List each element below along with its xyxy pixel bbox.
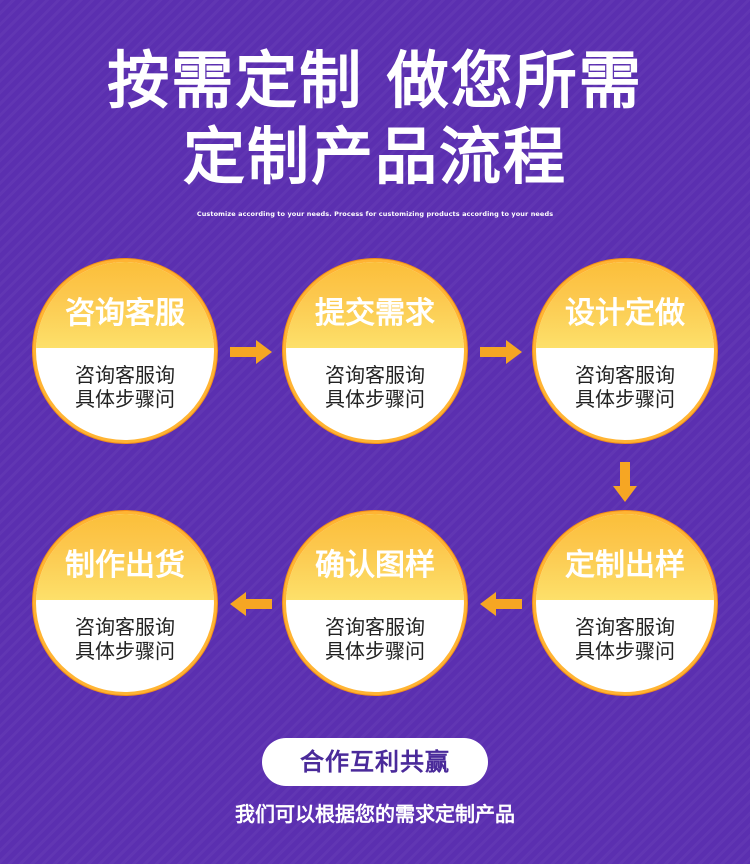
step-description-line: 具体步骤问 <box>575 387 675 411</box>
step-description: 咨询客服询 具体步骤问 <box>286 363 464 411</box>
step-description: 咨询客服询 具体步骤问 <box>36 363 214 411</box>
step-design: 设计定做 咨询客服询 具体步骤问 <box>536 262 714 440</box>
step-description-line: 咨询客服询 <box>575 615 675 639</box>
step-description-line: 咨询客服询 <box>325 615 425 639</box>
step-produce-ship: 制作出货 咨询客服询 具体步骤问 <box>36 514 214 692</box>
step-header <box>286 262 464 348</box>
step-description: 咨询客服询 具体步骤问 <box>536 615 714 663</box>
step-header <box>36 262 214 348</box>
step-description-line: 咨询客服询 <box>75 615 175 639</box>
step-description: 咨询客服询 具体步骤问 <box>36 615 214 663</box>
step-header <box>536 262 714 348</box>
step-header <box>36 514 214 600</box>
arrow-down-icon <box>613 462 637 502</box>
arrow-right-icon <box>230 340 272 364</box>
step-label: 设计定做 <box>565 296 685 331</box>
step-header <box>536 514 714 600</box>
cooperation-badge: 合作互利共赢 <box>262 738 488 786</box>
footer-text: 我们可以根据您的需求定制产品 <box>235 802 515 826</box>
step-description-line: 具体步骤问 <box>325 639 425 663</box>
step-description-line: 具体步骤问 <box>75 387 175 411</box>
step-description: 咨询客服询 具体步骤问 <box>286 615 464 663</box>
title-line-2: 定制产品流程 <box>182 120 567 193</box>
arrow-left-icon <box>230 592 272 616</box>
step-confirm-sample: 确认图样 咨询客服询 具体步骤问 <box>286 514 464 692</box>
arrow-left-icon <box>480 592 522 616</box>
subtitle: Customize according to your needs. Proce… <box>196 210 554 218</box>
arrow-right-icon <box>480 340 522 364</box>
step-submit-request: 提交需求 咨询客服询 具体步骤问 <box>286 262 464 440</box>
step-description-line: 咨询客服询 <box>575 363 675 387</box>
title-line-1: 按需定制 做您所需 <box>107 44 643 117</box>
step-description-line: 咨询客服询 <box>75 363 175 387</box>
step-label: 定制出样 <box>565 548 685 583</box>
step-description: 咨询客服询 具体步骤问 <box>536 363 714 411</box>
step-label: 提交需求 <box>315 296 435 331</box>
step-label: 咨询客服 <box>65 296 185 331</box>
step-make-sample: 定制出样 咨询客服询 具体步骤问 <box>536 514 714 692</box>
step-label: 制作出货 <box>65 548 185 583</box>
step-description-line: 具体步骤问 <box>325 387 425 411</box>
step-description-line: 具体步骤问 <box>75 639 175 663</box>
step-description-line: 咨询客服询 <box>325 363 425 387</box>
step-consult: 咨询客服 咨询客服询 具体步骤问 <box>36 262 214 440</box>
step-header <box>286 514 464 600</box>
step-description-line: 具体步骤问 <box>575 639 675 663</box>
step-label: 确认图样 <box>315 548 435 583</box>
